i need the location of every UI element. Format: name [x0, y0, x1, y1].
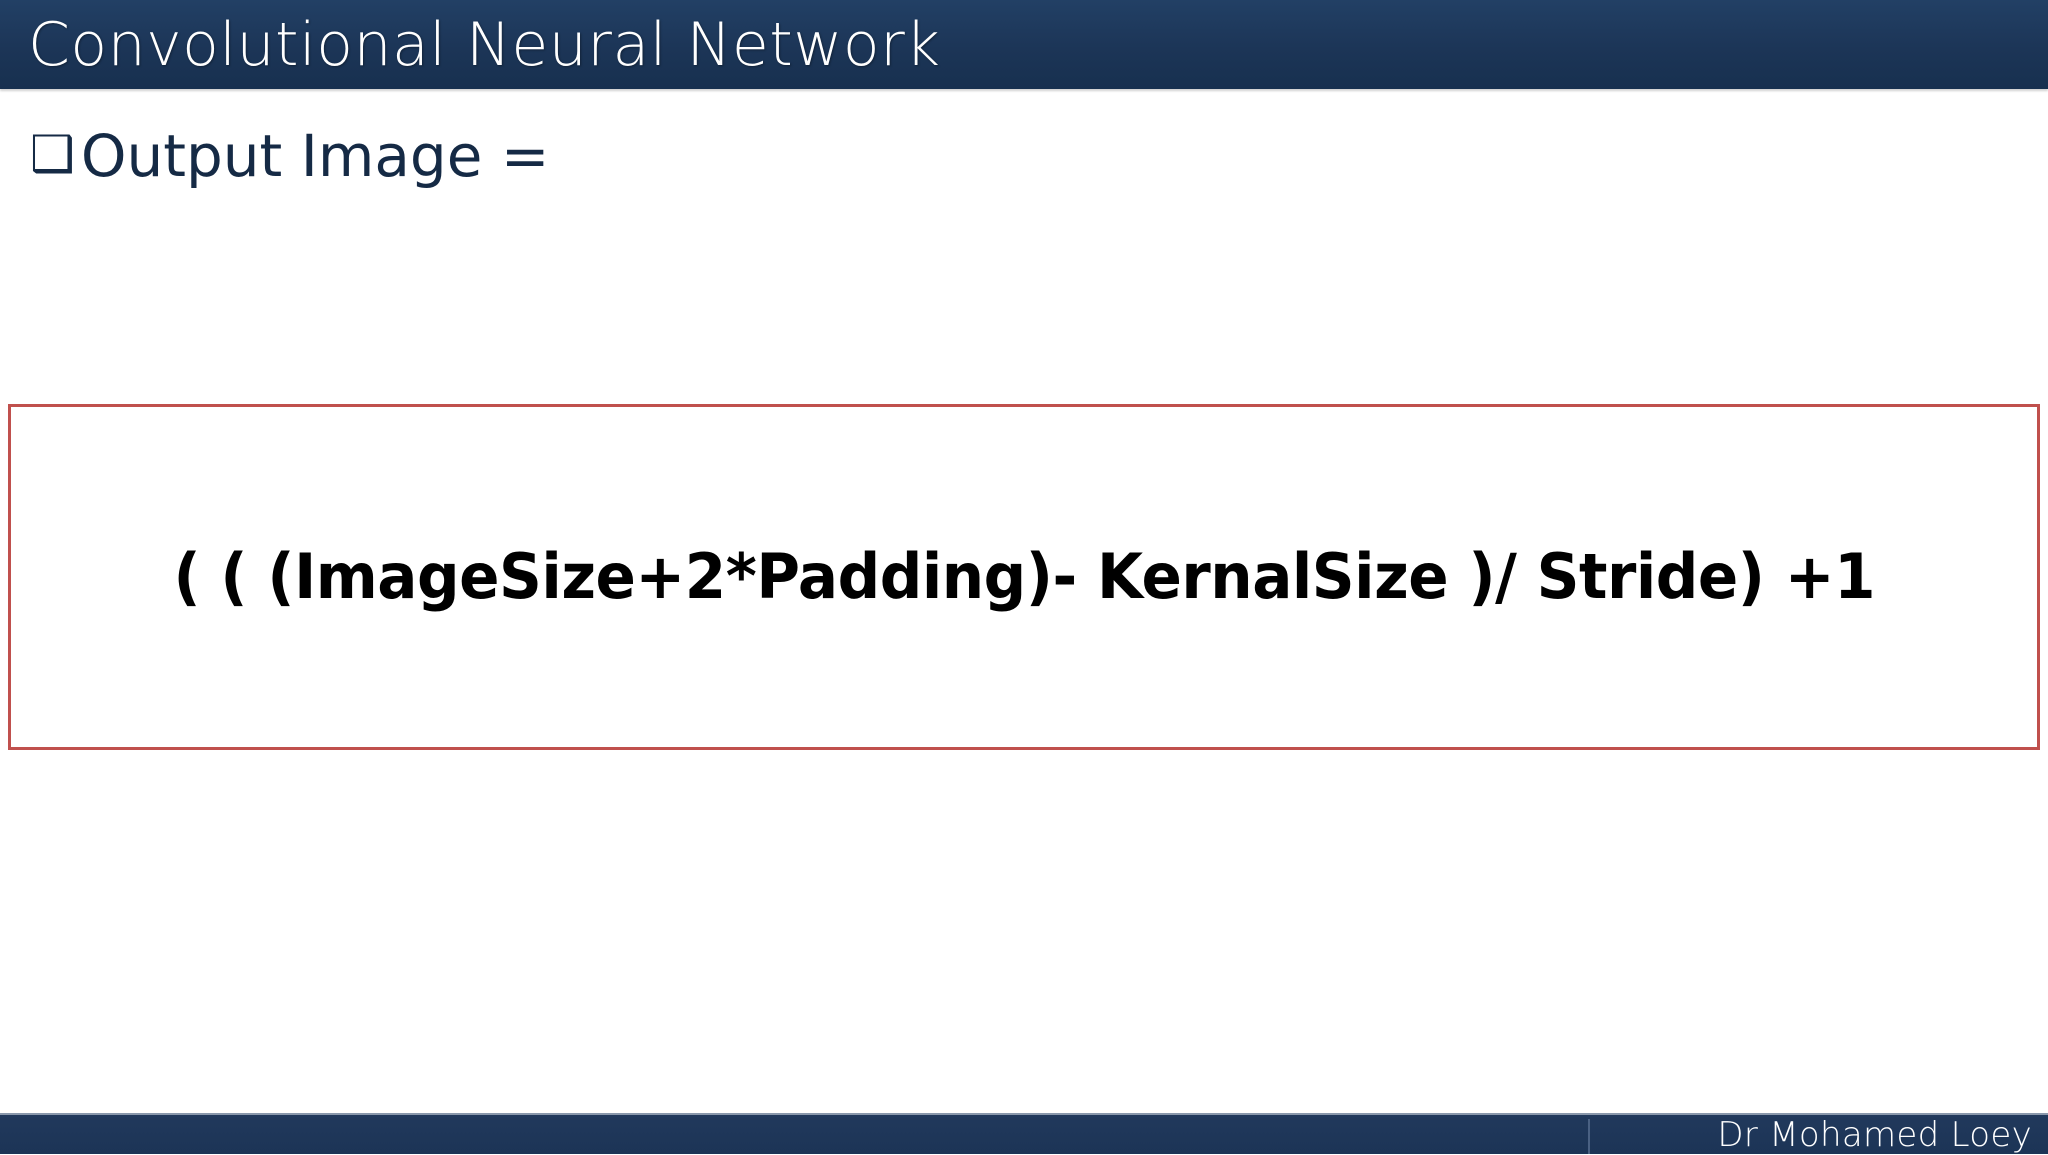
page-title: Convolutional Neural Network [28, 9, 941, 80]
slide-footer-bar: Dr Mohamed Loey [0, 1113, 2048, 1154]
footer-divider [1588, 1119, 1590, 1154]
output-size-formula: ( ( (ImageSize+2*Padding)- KernalSize )/… [173, 539, 1875, 613]
square-bullet-icon: ❑ [30, 125, 75, 183]
bullet-item-output-image: ❑ Output Image = [30, 127, 549, 185]
slide-content: ❑ Output Image = ( ( (ImageSize+2*Paddin… [0, 89, 2048, 1113]
slide-title-bar: Convolutional Neural Network [0, 0, 2048, 89]
footer-author: Dr Mohamed Loey [1717, 1114, 2032, 1155]
formula-box: ( ( (ImageSize+2*Padding)- KernalSize )/… [8, 404, 2040, 750]
bullet-item-label: Output Image = [80, 122, 550, 190]
